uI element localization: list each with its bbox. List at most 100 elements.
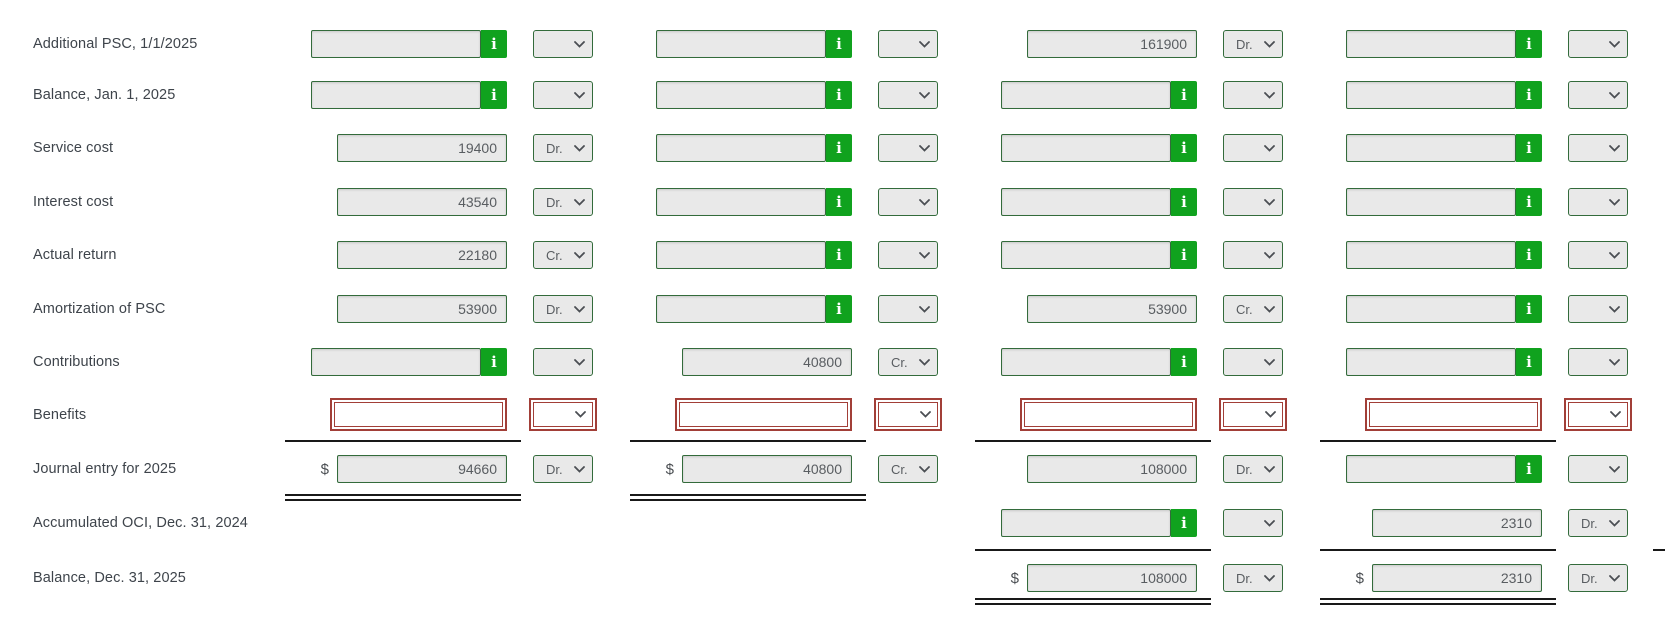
info-button[interactable]: i (1516, 81, 1542, 109)
dr-cr-select[interactable] (1223, 81, 1283, 109)
amount-input[interactable] (1027, 564, 1197, 592)
dr-cr-select[interactable]: Dr. (1223, 30, 1283, 58)
dr-cr-select[interactable] (1223, 134, 1283, 162)
dr-cr-select[interactable]: Dr. (533, 295, 593, 323)
amount-input[interactable] (1001, 348, 1171, 376)
info-button[interactable]: i (1171, 241, 1197, 269)
amount-input[interactable] (1346, 30, 1516, 58)
dr-cr-select[interactable] (1223, 188, 1283, 216)
info-button[interactable]: i (826, 241, 852, 269)
dr-cr-select[interactable]: Dr. (533, 455, 593, 483)
info-button[interactable]: i (1516, 348, 1542, 376)
amount-input[interactable] (1372, 564, 1542, 592)
amount-input[interactable] (1001, 241, 1171, 269)
info-button[interactable]: i (1516, 295, 1542, 323)
info-button[interactable]: i (481, 81, 507, 109)
dr-cr-select[interactable]: Dr. (533, 188, 593, 216)
info-button[interactable]: i (1171, 188, 1197, 216)
dr-cr-select[interactable] (533, 402, 593, 427)
dr-cr-select[interactable] (878, 241, 938, 269)
amount-input[interactable] (1027, 455, 1197, 483)
dr-cr-select[interactable] (533, 30, 593, 58)
amount-input[interactable] (1346, 241, 1516, 269)
dr-cr-select[interactable] (878, 30, 938, 58)
amount-input[interactable] (1369, 402, 1538, 427)
dr-cr-select[interactable] (878, 295, 938, 323)
amount-input[interactable] (679, 402, 848, 427)
info-button[interactable]: i (826, 30, 852, 58)
info-button[interactable]: i (1516, 455, 1542, 483)
info-button[interactable]: i (1516, 188, 1542, 216)
dr-cr-select[interactable] (1568, 295, 1628, 323)
info-button[interactable]: i (826, 81, 852, 109)
amount-input[interactable] (1001, 81, 1171, 109)
amount-input[interactable] (682, 348, 852, 376)
amount-input[interactable] (337, 295, 507, 323)
dr-cr-select[interactable]: Cr. (533, 241, 593, 269)
amount-input[interactable] (1001, 188, 1171, 216)
amount-input[interactable] (656, 81, 826, 109)
info-button[interactable]: i (1171, 134, 1197, 162)
amount-input[interactable] (1027, 295, 1197, 323)
amount-input[interactable] (1346, 134, 1516, 162)
dr-cr-select[interactable]: Dr. (1223, 455, 1283, 483)
info-button[interactable]: i (1171, 509, 1197, 537)
amount-input[interactable] (1346, 188, 1516, 216)
dr-cr-select[interactable] (878, 188, 938, 216)
amount-input[interactable] (1346, 81, 1516, 109)
amount-input[interactable] (311, 30, 481, 58)
amount-input[interactable] (1001, 509, 1171, 537)
dr-cr-select[interactable] (1568, 30, 1628, 58)
info-button[interactable]: i (1171, 348, 1197, 376)
dr-cr-select[interactable]: Dr. (533, 134, 593, 162)
info-button[interactable]: i (481, 30, 507, 58)
dr-cr-select[interactable] (1223, 241, 1283, 269)
amount-input[interactable] (656, 30, 826, 58)
amount-input[interactable] (1346, 455, 1516, 483)
dr-cr-select[interactable]: Dr. (1568, 564, 1628, 592)
dr-cr-select[interactable] (1568, 455, 1628, 483)
amount-input[interactable] (1024, 402, 1193, 427)
info-button[interactable]: i (481, 348, 507, 376)
dr-cr-select[interactable]: Dr. (1223, 564, 1283, 592)
dr-cr-select[interactable] (1223, 402, 1283, 427)
dr-cr-select[interactable] (1223, 348, 1283, 376)
amount-input[interactable] (334, 402, 503, 427)
dr-cr-select[interactable]: Cr. (878, 455, 938, 483)
dr-cr-select[interactable] (878, 81, 938, 109)
amount-input[interactable] (1027, 30, 1197, 58)
dr-cr-select[interactable] (1568, 134, 1628, 162)
dr-cr-select[interactable] (1568, 81, 1628, 109)
info-button[interactable]: i (1516, 134, 1542, 162)
dr-cr-select[interactable] (1568, 348, 1628, 376)
amount-input[interactable] (682, 455, 852, 483)
amount-input[interactable] (337, 455, 507, 483)
dr-cr-select[interactable]: Cr. (1223, 295, 1283, 323)
amount-input[interactable] (656, 134, 826, 162)
amount-input[interactable] (311, 81, 481, 109)
info-button[interactable]: i (1516, 30, 1542, 58)
dr-cr-select[interactable]: Cr. (878, 348, 938, 376)
amount-input[interactable] (337, 241, 507, 269)
amount-input[interactable] (1372, 509, 1542, 537)
amount-input[interactable] (1001, 134, 1171, 162)
amount-input[interactable] (656, 188, 826, 216)
amount-input[interactable] (1346, 295, 1516, 323)
amount-input[interactable] (656, 295, 826, 323)
info-button[interactable]: i (1171, 81, 1197, 109)
info-button[interactable]: i (1516, 241, 1542, 269)
dr-cr-select[interactable] (1568, 188, 1628, 216)
dr-cr-select[interactable] (878, 134, 938, 162)
dr-cr-select[interactable]: Dr. (1568, 509, 1628, 537)
amount-input[interactable] (311, 348, 481, 376)
dr-cr-select[interactable] (1568, 241, 1628, 269)
dr-cr-select[interactable] (533, 348, 593, 376)
amount-input[interactable] (1346, 348, 1516, 376)
info-button[interactable]: i (826, 134, 852, 162)
dr-cr-select[interactable] (533, 81, 593, 109)
info-button[interactable]: i (826, 295, 852, 323)
amount-input[interactable] (337, 134, 507, 162)
dr-cr-select[interactable] (1568, 402, 1628, 427)
dr-cr-select[interactable] (1223, 509, 1283, 537)
info-button[interactable]: i (826, 188, 852, 216)
